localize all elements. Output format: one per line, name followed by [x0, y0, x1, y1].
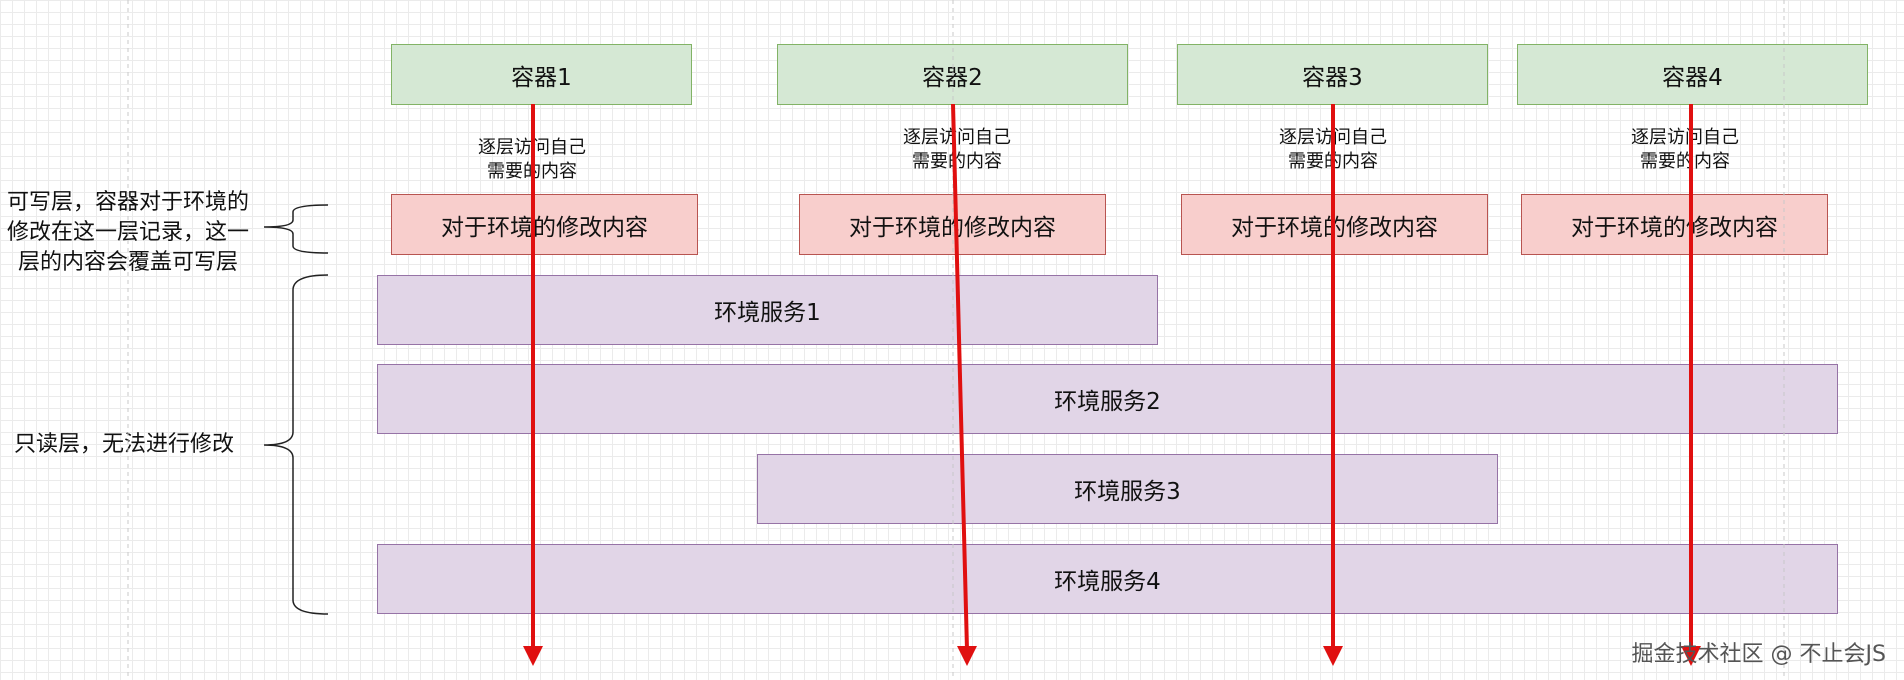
service-layer-label: 环境服务1 [714, 300, 821, 326]
writable-layer-label: 对于环境的修改内容 [849, 214, 1056, 241]
description-line: 层的内容会覆盖可写层 [17, 250, 238, 275]
writable-layer-1: 对于环境的修改内容 [391, 194, 698, 255]
description-text: 只读层，无法进行修改 [13, 432, 234, 457]
container-label: 容器2 [922, 64, 983, 91]
writable-layer-2: 对于环境的修改内容 [799, 194, 1106, 255]
access-note-3: 逐层访问自己需要的内容 [1258, 126, 1408, 174]
access-note-1: 逐层访问自己需要的内容 [457, 136, 607, 184]
writable-layer-label: 对于环境的修改内容 [441, 214, 648, 241]
container-box-4: 容器4 [1517, 44, 1868, 105]
service-layer-1: 环境服务1 [377, 275, 1158, 345]
note-line: 逐层访问自己 [1631, 127, 1739, 148]
note-line: 需要的内容 [487, 161, 577, 182]
writable-layer-description: 可写层，容器对于环境的 修改在这一层记录，这一 层的内容会覆盖可写层 [0, 188, 256, 278]
readonly-layer-brace [263, 274, 329, 615]
container-box-1: 容器1 [391, 44, 692, 105]
writable-layer-brace [263, 204, 329, 254]
note-line: 逐层访问自己 [903, 127, 1011, 148]
writable-layer-label: 对于环境的修改内容 [1231, 214, 1438, 241]
container-box-3: 容器3 [1177, 44, 1488, 105]
service-layer-3: 环境服务3 [757, 454, 1498, 524]
writable-layer-label: 对于环境的修改内容 [1571, 214, 1778, 241]
note-line: 需要的内容 [912, 151, 1002, 172]
note-line: 逐层访问自己 [478, 137, 586, 158]
service-layer-label: 环境服务2 [1054, 389, 1161, 415]
readonly-layer-description: 只读层，无法进行修改 [4, 430, 244, 460]
writable-layer-3: 对于环境的修改内容 [1181, 194, 1488, 255]
access-note-4: 逐层访问自己需要的内容 [1610, 126, 1760, 174]
note-line: 逐层访问自己 [1279, 127, 1387, 148]
container-label: 容器3 [1302, 64, 1363, 91]
service-layer-label: 环境服务3 [1074, 479, 1181, 505]
description-line: 可写层，容器对于环境的 [6, 190, 249, 215]
writable-layer-4: 对于环境的修改内容 [1521, 194, 1828, 255]
container-label: 容器4 [1662, 64, 1723, 91]
container-label: 容器1 [511, 64, 572, 91]
note-line: 需要的内容 [1288, 151, 1378, 172]
watermark: 掘金技术社区 @ 不止会JS [1631, 642, 1886, 667]
service-layer-2: 环境服务2 [377, 364, 1838, 434]
note-line: 需要的内容 [1640, 151, 1730, 172]
service-layer-label: 环境服务4 [1054, 569, 1161, 595]
service-layer-4: 环境服务4 [377, 544, 1838, 614]
description-line: 修改在这一层记录，这一 [6, 220, 249, 245]
access-note-2: 逐层访问自己需要的内容 [882, 126, 1032, 174]
container-box-2: 容器2 [777, 44, 1128, 105]
